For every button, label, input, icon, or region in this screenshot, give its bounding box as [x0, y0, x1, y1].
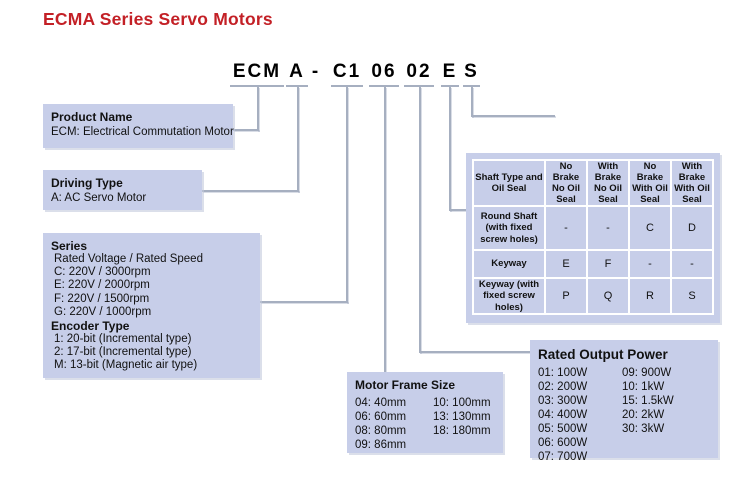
power-item: 01: 100W — [538, 367, 588, 379]
connector-ecm-horizontal — [233, 129, 259, 131]
driving-type-desc: A: AC Servo Motor — [51, 192, 147, 204]
shaft-table-cell: E — [546, 251, 586, 277]
connector-ecm-vertical — [257, 87, 259, 131]
power-item: 09: 900W — [622, 367, 672, 379]
connector-06-vertical — [384, 87, 386, 372]
series-item: G: 220V / 1000rpm — [54, 305, 152, 318]
code-group-02: 02 — [406, 61, 432, 82]
code-group-06: 06 — [371, 61, 397, 82]
shaft-table-header: With Brake With Oil Seal — [672, 161, 712, 205]
frame-size-item: 06: 60mm — [355, 411, 407, 423]
code-underline-c1 — [331, 85, 363, 87]
connector-c1-vertical — [346, 87, 348, 303]
frame-size-item: 18: 180mm — [433, 425, 491, 437]
power-item: 07: 700W — [538, 451, 588, 463]
product-name-desc: ECM: Electrical Commutation Motor — [51, 126, 234, 138]
code-group-a: A — [289, 61, 305, 82]
shaft-table-header: No Brake With Oil Seal — [630, 161, 670, 205]
code-underline-ecm — [230, 85, 284, 87]
power-item: 04: 400W — [538, 409, 588, 421]
code-group-s: S — [464, 61, 479, 82]
shaft-table-cell: - — [672, 251, 712, 277]
shaft-table-cell: S — [672, 279, 712, 313]
series-item: C: 220V / 3000rpm — [54, 266, 151, 279]
code-group-c1: C1 — [332, 61, 362, 82]
encoder-type-item: M: 13-bit (Magnetic air type) — [54, 359, 198, 372]
product-name-box: Product Name ECM: Electrical Commutation… — [43, 104, 234, 148]
connector-a-horizontal — [202, 190, 299, 192]
code-underline-02 — [404, 85, 434, 87]
connector-s-horizontal — [471, 115, 555, 117]
shaft-table-cell: - — [546, 207, 586, 249]
shaft-table-header: No Brake No Oil Seal — [546, 161, 586, 205]
power-item: 05: 500W — [538, 423, 588, 435]
product-name-title: Product Name — [51, 110, 133, 124]
connector-c1-horizontal — [260, 301, 348, 303]
series-item: E: 220V / 2000rpm — [54, 279, 150, 292]
page-title: ECMA Series Servo Motors — [43, 9, 273, 29]
power-item: 03: 300W — [538, 395, 588, 407]
rated-output-power-title: Rated Output Power — [538, 347, 668, 362]
series-title: Series — [51, 239, 88, 253]
shaft-table-row-label: Round Shaft (with fixed screw holes) — [474, 207, 544, 249]
series-subtitle: Rated Voltage / Rated Speed — [54, 253, 203, 265]
power-item: 02: 200W — [538, 381, 588, 393]
shaft-table-row-label: Keyway — [474, 251, 544, 277]
code-underline-e — [441, 85, 459, 87]
connector-02-horizontal — [419, 351, 532, 353]
shaft-table-cell: F — [588, 251, 628, 277]
code-underline-06 — [369, 85, 399, 87]
power-item: 15: 1.5kW — [622, 395, 674, 407]
frame-size-item: 04: 40mm — [355, 397, 407, 409]
power-item: 06: 600W — [538, 437, 588, 449]
shaft-table-cell: D — [672, 207, 712, 249]
encoder-type-item: 2: 17-bit (Incremental type) — [54, 346, 192, 359]
power-item: 10: 1kW — [622, 381, 665, 393]
rated-output-power-box: Rated Output Power 01: 100W 02: 200W 03:… — [530, 340, 718, 463]
connector-e-vertical — [449, 87, 451, 211]
series-box: Series Rated Voltage / Rated Speed C: 22… — [43, 233, 260, 378]
code-group-ecm: ECM — [232, 61, 282, 82]
connector-a-vertical — [297, 87, 299, 192]
frame-size-item: 10: 100mm — [433, 397, 491, 409]
code-group-dash: - — [311, 61, 321, 82]
shaft-table-row-label: Keyway (with fixed screw holes) — [474, 279, 544, 313]
frame-size-item: 08: 80mm — [355, 425, 407, 437]
frame-size-item: 09: 86mm — [355, 439, 407, 451]
shaft-table-cell: P — [546, 279, 586, 313]
connector-e-horizontal — [449, 209, 468, 211]
shaft-type-oil-seal-table: Shaft Type and Oil Seal No Brake No Oil … — [472, 159, 714, 315]
encoder-type-title: Encoder Type — [51, 319, 130, 334]
encoder-type-item: 1: 20-bit (Incremental type) — [54, 333, 192, 346]
connector-02-vertical — [419, 87, 421, 353]
code-underline-a — [286, 85, 308, 87]
shaft-type-oil-seal-box: Shaft Type and Oil Seal No Brake No Oil … — [466, 153, 720, 323]
shaft-table-cell: C — [630, 207, 670, 249]
driving-type-title: Driving Type — [51, 176, 123, 190]
frame-size-item: 13: 130mm — [433, 411, 491, 423]
code-underline-s — [463, 85, 480, 87]
shaft-table-header: Shaft Type and Oil Seal — [474, 161, 544, 205]
code-group-e: E — [442, 61, 458, 82]
motor-frame-size-box: Motor Frame Size 04: 40mm 06: 60mm 08: 8… — [347, 372, 503, 453]
driving-type-box: Driving Type A: AC Servo Motor — [43, 170, 202, 210]
power-item: 20: 2kW — [622, 409, 665, 421]
shaft-table-cell: - — [630, 251, 670, 277]
shaft-table-cell: - — [588, 207, 628, 249]
motor-frame-size-title: Motor Frame Size — [355, 378, 456, 392]
shaft-table-cell: Q — [588, 279, 628, 313]
series-item: F: 220V / 1500rpm — [54, 292, 150, 305]
shaft-table-cell: R — [630, 279, 670, 313]
power-item: 30: 3kW — [622, 423, 665, 435]
shaft-table-header: With Brake No Oil Seal — [588, 161, 628, 205]
connector-s-vertical — [471, 87, 473, 117]
